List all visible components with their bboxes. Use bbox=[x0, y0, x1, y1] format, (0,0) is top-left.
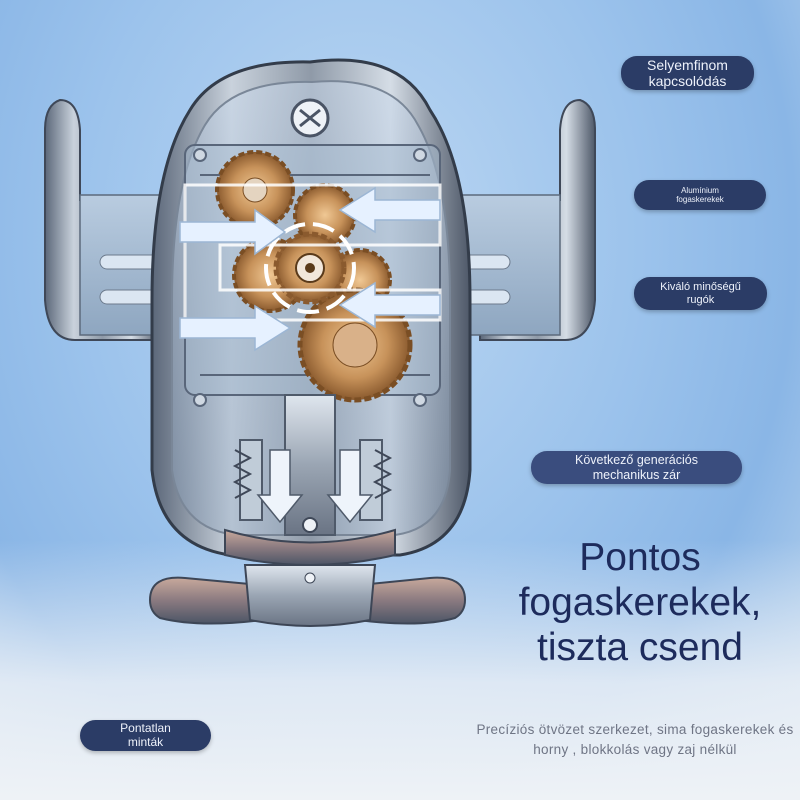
callout-silky-connection: Selyemfinom kapcsolódás bbox=[621, 56, 754, 90]
callout-precise-patterns: Pontatlan minták bbox=[80, 720, 211, 751]
callout-mechanical-lock: Következő generációs mechanikus zár bbox=[531, 451, 742, 484]
callout-precise-patterns-text: Pontatlan minták bbox=[120, 720, 171, 749]
callout-aluminium-gears-text: Alumínium fogaskerekek bbox=[676, 185, 724, 204]
callout-silky-connection-text: Selyemfinom kapcsolódás bbox=[647, 56, 728, 89]
subtext: Precíziós ötvözet szerkezet, sima fogask… bbox=[476, 722, 794, 757]
spring-assembly bbox=[232, 394, 393, 536]
callout-aluminium-gears: Alumínium fogaskerekek bbox=[634, 180, 766, 210]
callout-springs-text: Kiváló minőségű rugók bbox=[660, 280, 741, 306]
callout-mechanical-lock-text: Következő generációs mechanikus zár bbox=[575, 453, 698, 482]
gear-direction-arrows bbox=[179, 186, 441, 352]
headline: Pontos fogaskerekek, tiszta csend bbox=[518, 536, 762, 669]
callout-springs: Kiváló minőségű rugók bbox=[634, 277, 767, 310]
top-screw-icon bbox=[290, 98, 330, 138]
base-foot bbox=[148, 528, 467, 627]
